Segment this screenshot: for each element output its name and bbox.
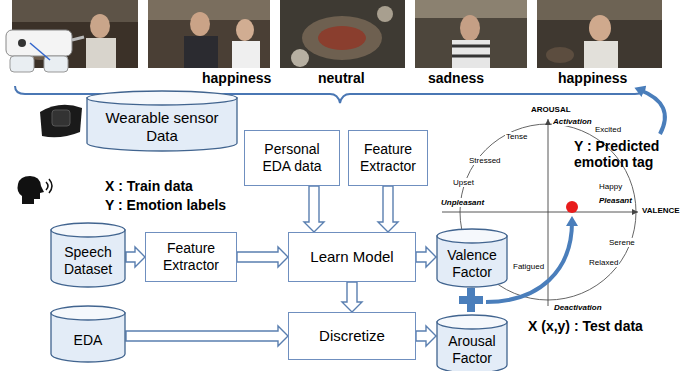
block-arrow (416, 247, 436, 267)
node-text: Personal EDA data (245, 141, 339, 175)
speech-icon (18, 176, 53, 204)
node-text: Arousal Factor (436, 333, 508, 367)
cylinder-top (51, 306, 125, 320)
annotation: Y : Predicted emotion tag (574, 138, 680, 170)
circumplex-label: Activation (552, 117, 593, 126)
circumplex-label: Unpleasant (440, 198, 485, 207)
cylinder-top (87, 91, 237, 105)
cylinder-top (437, 315, 507, 329)
cylinder-top (437, 229, 507, 243)
block-arrow (126, 247, 145, 267)
node-text: Learn Model (306, 248, 397, 266)
node-text: Discretize (315, 327, 389, 345)
circumplex-label: Serene (608, 238, 636, 247)
circumplex-label: Happy (598, 182, 623, 191)
circumplex-label: Excited (594, 125, 622, 134)
cylinder-body (51, 230, 125, 287)
circumplex-label: Relaxed (588, 258, 619, 267)
node-text: Feature Extractor (146, 240, 236, 274)
process-box: Learn Model (288, 232, 416, 282)
data-store: Valence Factor (436, 228, 508, 288)
node-text: Valence Factor (436, 247, 508, 281)
circumplex-label: Stressed (468, 156, 502, 165)
annotation: X (x,y) : Test data (528, 318, 643, 334)
process-box: Feature Extractor (348, 130, 428, 186)
wristband (40, 105, 82, 138)
circumplex-label: Deactivation (553, 303, 603, 312)
annotation: happiness (558, 70, 627, 86)
circumplex-label: Pleasant (598, 196, 633, 205)
process-box: Discretize (288, 312, 416, 360)
circumplex-label: AROUSAL (530, 105, 572, 114)
cylinder-body (87, 98, 237, 151)
block-arrow (237, 247, 288, 267)
annotation: neutral (318, 70, 365, 86)
process-box: Personal EDA data (244, 130, 340, 186)
prediction-arrow (640, 90, 665, 134)
node-text: Wearable sensor Data (86, 109, 238, 145)
data-store: EDA (50, 305, 126, 363)
node-text: Speech Dataset (50, 244, 126, 278)
block-arrow (416, 326, 436, 346)
annotation: X : Train data (105, 178, 193, 194)
data-store: Wearable sensor Data (86, 90, 238, 152)
plus-sign (459, 288, 483, 312)
block-arrow (342, 282, 362, 312)
block-arrow (126, 326, 288, 346)
circumplex-label: VALENCE (641, 206, 681, 215)
node-text: EDA (70, 332, 107, 349)
circumplex-label: Upset (452, 178, 475, 187)
cylinder-top (51, 223, 125, 237)
test-point (566, 201, 578, 213)
photo-strip (12, 0, 662, 68)
node-text: Feature Extractor (349, 141, 427, 175)
process-box: Feature Extractor (145, 232, 237, 282)
data-store: Speech Dataset (50, 222, 126, 288)
wearable-glasses (6, 30, 84, 72)
annotation: happiness (202, 70, 271, 86)
block-arrow (378, 186, 398, 232)
annotation: sadness (428, 70, 484, 86)
data-store: Arousal Factor (436, 314, 508, 371)
block-arrow (304, 186, 324, 232)
annotation: Y : Emotion labels (105, 197, 226, 213)
circumplex-label: Fatigued (512, 262, 545, 271)
circumplex-label: Tense (505, 132, 528, 141)
